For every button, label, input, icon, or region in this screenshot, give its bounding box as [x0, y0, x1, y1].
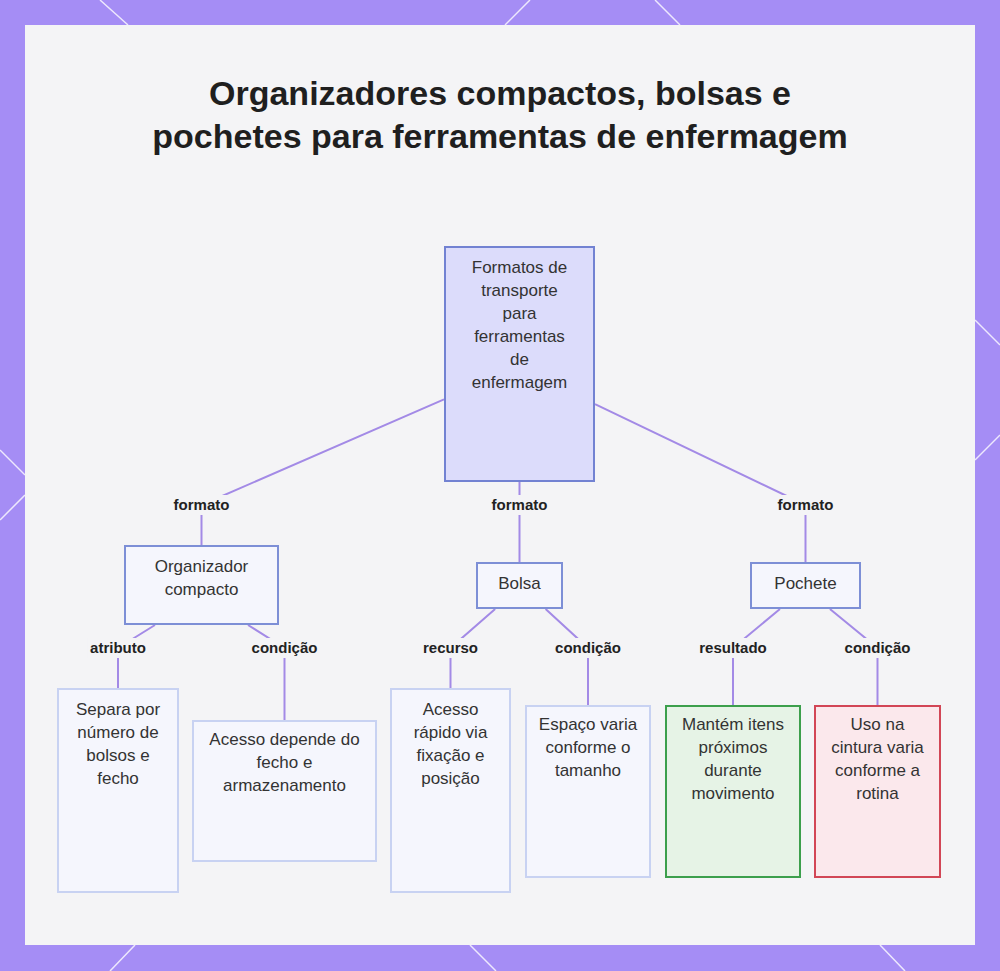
node-label: Pochete: [762, 572, 849, 595]
concept-box: Acesso depende do fecho e armazenamento: [192, 720, 377, 862]
deco-line: [975, 320, 1000, 345]
deco-line: [0, 450, 25, 475]
concept-box: Organizador compacto: [124, 545, 279, 625]
connector-line: [519, 482, 521, 562]
connector-line: [202, 399, 445, 545]
connector-line: [595, 404, 806, 562]
concept-box: Formatos de transporte para ferramentas …: [444, 246, 595, 482]
edge-label: resultado: [696, 638, 770, 658]
node-label: Mantém itens próximos durante movimento: [677, 713, 789, 805]
edge-label: condição: [249, 638, 321, 658]
node-label: Organizador compacto: [138, 555, 265, 601]
node-label: Bolsa: [488, 572, 551, 595]
node-label: Espaço varia conforme o tamanho: [537, 713, 639, 782]
edge-label: condição: [842, 638, 914, 658]
edge-label: formato: [171, 495, 233, 515]
node-label: Formatos de transporte para ferramentas …: [464, 256, 575, 394]
concept-box: Mantém itens próximos durante movimento: [665, 705, 801, 878]
deco-line: [880, 945, 905, 971]
deco-line: [470, 945, 496, 971]
edge-label: atributo: [87, 638, 149, 658]
concept-box: Pochete: [750, 562, 861, 609]
deco-line: [0, 495, 25, 520]
concept-box: Bolsa: [476, 562, 563, 609]
concept-box: Uso na cintura varia conforme a rotina: [814, 705, 941, 878]
node-label: Separa por número de bolsos e fecho: [69, 698, 167, 790]
concept-box: Separa por número de bolsos e fecho: [57, 688, 179, 893]
node-label: Uso na cintura varia conforme a rotina: [826, 713, 929, 805]
diagram-title: Organizadores compactos, bolsas e pochet…: [150, 72, 850, 158]
concept-box: Espaço varia conforme o tamanho: [525, 705, 651, 878]
deco-line: [100, 0, 128, 25]
deco-line: [975, 435, 1000, 460]
node-label: Acesso depende do fecho e armazenamento: [204, 728, 365, 797]
deco-line: [110, 945, 135, 971]
edge-label: formato: [775, 495, 837, 515]
edge-label: condição: [552, 638, 624, 658]
edge-label: formato: [489, 495, 551, 515]
deco-line: [655, 0, 680, 25]
edge-label: recurso: [420, 638, 481, 658]
deco-line: [505, 0, 530, 25]
node-label: Acesso rápido via fixação e posição: [402, 698, 499, 790]
concept-box: Acesso rápido via fixação e posição: [390, 688, 511, 893]
